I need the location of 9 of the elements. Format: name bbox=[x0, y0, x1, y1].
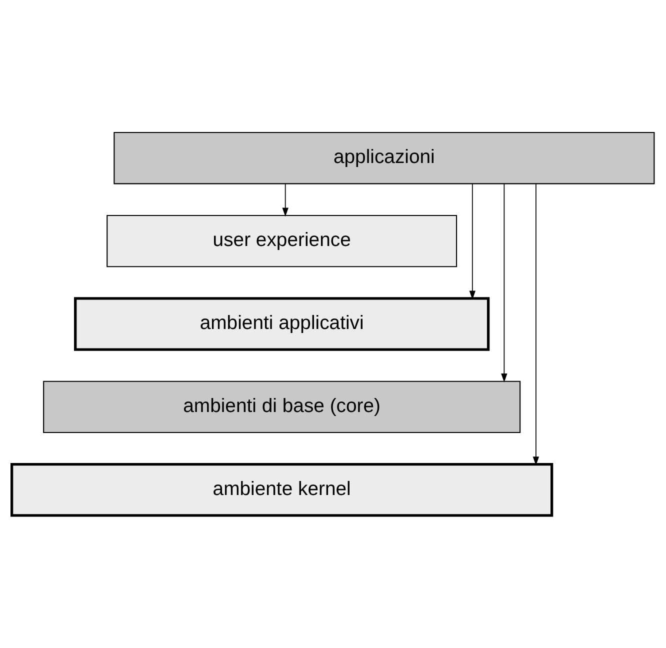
node-box: ambienti di base (core) bbox=[43, 380, 521, 434]
arrow bbox=[282, 183, 288, 217]
arrow bbox=[501, 183, 508, 382]
node-box: ambienti applicativi bbox=[74, 297, 490, 351]
node-box: applicazioni bbox=[114, 132, 655, 184]
node-box: ambiente kernel bbox=[10, 462, 554, 517]
node-box: user experience bbox=[106, 214, 458, 268]
arrow bbox=[532, 183, 540, 466]
arrow bbox=[469, 184, 476, 300]
